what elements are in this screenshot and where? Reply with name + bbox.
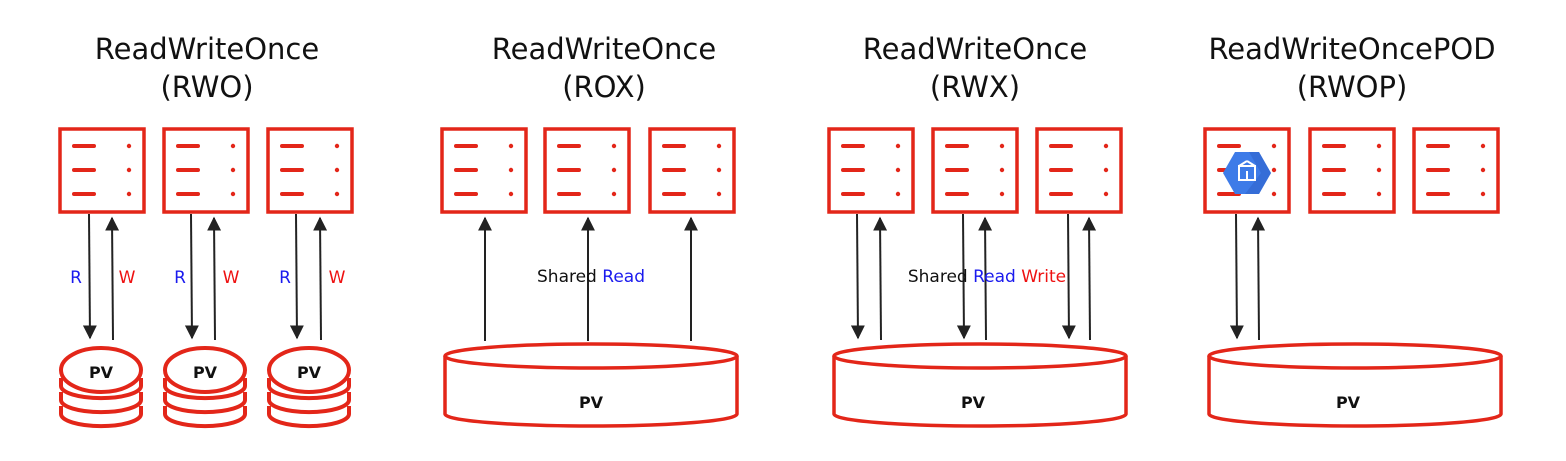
rwo-read-arrow-1 [82,213,97,340]
panel-rwo-title-line1: ReadWriteOnce [94,32,320,66]
rwo-pv-stack-1 [59,346,143,429]
rwo-node-1 [58,127,146,214]
rwo-write-arrow-2 [207,216,222,341]
panel-rox-title-line2: (ROX) [562,70,646,104]
rox-read-word: Read [602,267,645,287]
rwx-node-1 [827,127,915,214]
panel-rwo-title: ReadWriteOnce (RWO) [27,30,387,106]
rwo-pv-label-3: PV [297,363,322,382]
panel-rwx-title: ReadWriteOnce (RWX) [795,30,1155,106]
panel-rox-title: ReadWriteOnce (ROX) [424,30,784,106]
rwx-shared-mode-label: Shared Read Write [908,267,1066,287]
rwx-up-arrow-1 [873,216,888,341]
rwop-down-arrow [1229,213,1244,340]
rwo-read-label-3: R [279,268,291,288]
rox-pv-cylinder [443,342,739,428]
rwx-pv-label: PV [961,393,986,412]
rwo-read-label-1: R [70,268,82,288]
rwo-read-arrow-2 [184,213,199,340]
rox-shared-word: Shared [537,267,597,287]
rwo-write-arrow-3 [313,216,328,341]
rwo-read-arrow-3 [289,213,304,340]
rox-node-1 [440,127,528,214]
rox-shared-mode-label: Shared Read [537,267,645,287]
kubernetes-pod-icon [1223,152,1271,194]
panel-rwop-title: ReadWriteOncePOD (RWOP) [1172,30,1532,106]
rwx-down-arrow-2 [956,213,971,340]
panel-rwop-title-line2: (RWOP) [1296,70,1408,104]
rwo-write-label-3: W [329,268,346,288]
panel-rox-title-line1: ReadWriteOnce [491,32,717,66]
rwx-shared-word: Shared [908,267,968,287]
rwo-write-label-1: W [119,268,136,288]
rwx-node-2 [931,127,1019,214]
panel-rwx-title-line1: ReadWriteOnce [862,32,1088,66]
panel-rwo-title-line2: (RWO) [160,70,254,104]
panel-rwx-title-line2: (RWX) [929,70,1021,104]
rwx-write-word: Write [1021,267,1066,287]
rwx-read-word: Read [973,267,1016,287]
rwo-pv-label-2: PV [193,363,218,382]
rox-node-3 [648,127,736,214]
rwo-write-label-2: W [223,268,240,288]
rwop-node-3 [1412,127,1500,214]
rwo-pv-stack-2 [163,346,247,429]
rwo-write-arrow-1 [105,216,120,341]
rwop-node-2 [1308,127,1396,214]
rwop-pv-cylinder [1207,342,1503,428]
panel-rwop-title-line1: ReadWriteOncePOD [1208,32,1496,66]
rwx-down-arrow-3 [1061,213,1076,340]
rwx-down-arrow-1 [850,213,865,340]
rwo-read-label-2: R [174,268,186,288]
rwx-up-arrow-2 [978,216,993,341]
rwo-pv-stack-3 [267,346,351,429]
rox-pv-label: PV [579,393,604,412]
rwop-up-arrow [1251,216,1266,341]
rox-node-2 [543,127,631,214]
rwx-up-arrow-3 [1082,216,1097,341]
rwop-pv-label: PV [1336,393,1361,412]
rwo-pv-label-1: PV [89,363,114,382]
rwx-pv-cylinder [832,342,1128,428]
rwo-node-2 [162,127,250,214]
rwx-node-3 [1035,127,1123,214]
rwo-node-3 [266,127,354,214]
